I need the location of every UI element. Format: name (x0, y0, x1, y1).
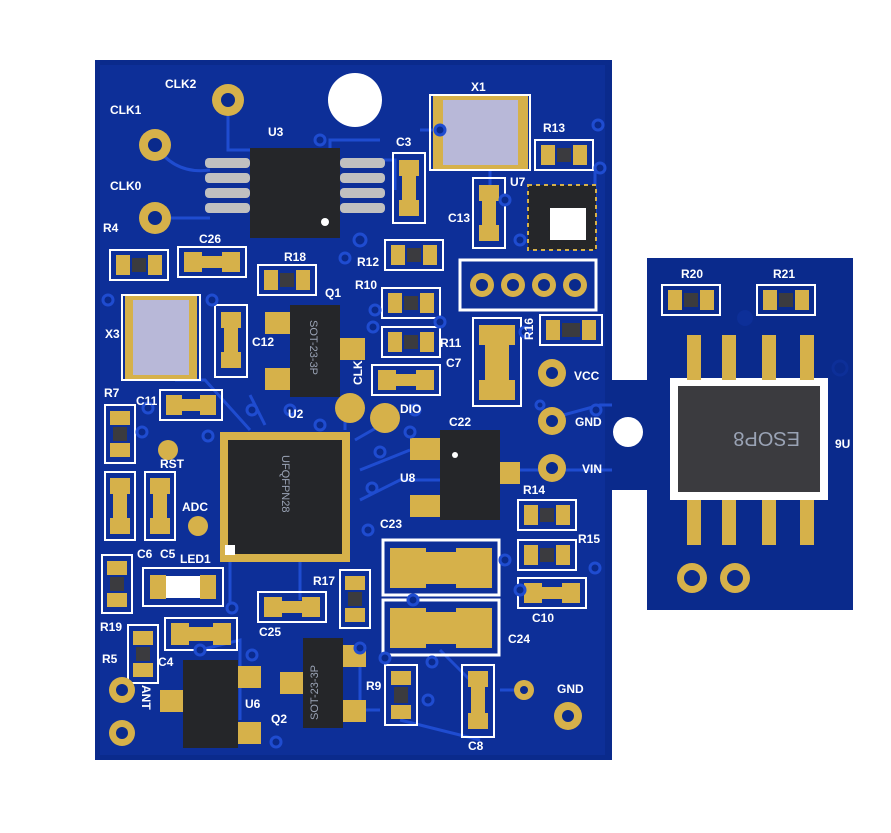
label-r4: R4 (103, 221, 119, 235)
label-esop8: ESOP8 (733, 427, 800, 449)
label-r7: R7 (104, 386, 120, 400)
label-c24: C24 (508, 632, 530, 646)
package-label-q2: SOT-23-3P (309, 665, 321, 720)
label-r12: R12 (357, 255, 379, 269)
label-u9: 9U (835, 437, 850, 451)
label-r20: R20 (681, 267, 703, 281)
label-r18: R18 (284, 250, 306, 264)
package-label-u2: UFQFPN28 (279, 455, 291, 512)
components (101, 84, 607, 749)
mounting-hole (328, 73, 382, 127)
label-r5: R5 (102, 652, 118, 666)
label-c26: C26 (199, 232, 221, 246)
label-q1: Q1 (325, 286, 341, 300)
package-label-q1: SOT-23-3P (307, 320, 319, 375)
mounting-hole-2 (613, 417, 643, 447)
label-adc: ADC (182, 500, 208, 514)
label-r15: R15 (578, 532, 600, 546)
label-r13: R13 (543, 121, 565, 135)
label-c10: C10 (532, 611, 554, 625)
label-ant: ANT (139, 685, 153, 710)
silkscreen: CLK2 CLK1 CLK0 U3 X1 C3 R13 U7 C13 R4 C2… (100, 77, 850, 753)
right-board (612, 258, 853, 610)
label-c13: C13 (448, 211, 470, 225)
label-c8: C8 (468, 739, 484, 753)
label-c25: C25 (259, 625, 281, 639)
label-clk2: CLK2 (165, 77, 197, 91)
label-c3: C3 (396, 135, 412, 149)
label-c5: C5 (160, 547, 176, 561)
label-c12: C12 (252, 335, 274, 349)
label-c23: C23 (380, 517, 402, 531)
label-gnd2: GND (557, 682, 584, 696)
label-u8: U8 (400, 471, 416, 485)
label-r16: R16 (522, 318, 536, 340)
esop8-chip (678, 386, 820, 492)
label-r9: R9 (366, 679, 382, 693)
label-vin: VIN (582, 462, 602, 476)
label-clk1: CLK1 (110, 103, 142, 117)
label-led1: LED1 (180, 552, 211, 566)
label-c11: C11 (136, 394, 158, 408)
label-gnd: GND (575, 415, 602, 429)
label-q2: Q2 (271, 712, 287, 726)
label-dio: DIO (400, 402, 421, 416)
label-r19: R19 (100, 620, 122, 634)
label-c6: C6 (137, 547, 153, 561)
label-x3: X3 (105, 327, 120, 341)
label-vcc: VCC (574, 369, 600, 383)
label-clk0: CLK0 (110, 179, 142, 193)
label-c7: C7 (446, 356, 462, 370)
label-c22: C22 (449, 415, 471, 429)
label-u2: U2 (288, 407, 304, 421)
label-r21: R21 (773, 267, 795, 281)
label-u3: U3 (268, 125, 284, 139)
label-rst: RST (160, 457, 185, 471)
label-r14: R14 (523, 483, 545, 497)
label-x1: X1 (471, 80, 486, 94)
label-clk: CLK (351, 360, 365, 385)
label-r17: R17 (313, 574, 335, 588)
label-r11: R11 (440, 336, 462, 350)
label-c4: C4 (158, 655, 174, 669)
label-u6: U6 (245, 697, 261, 711)
label-u7: U7 (510, 175, 526, 189)
label-r10: R10 (355, 278, 377, 292)
